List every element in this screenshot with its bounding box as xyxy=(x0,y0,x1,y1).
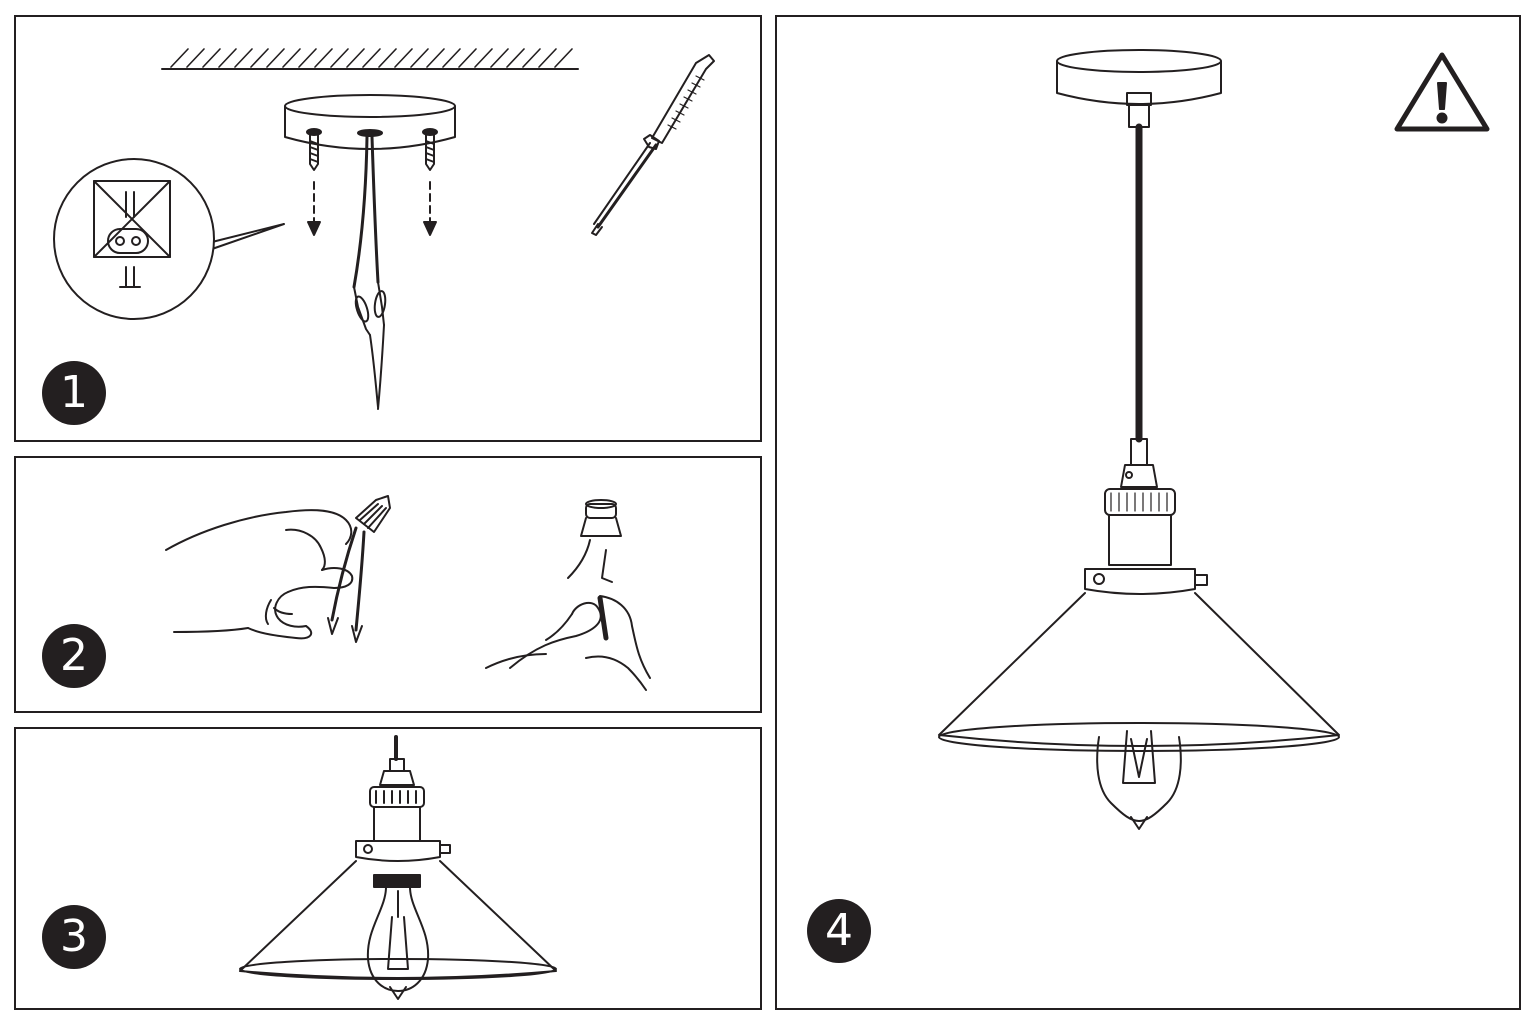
lamp-shade xyxy=(939,593,1339,751)
step-number-badge: 2 xyxy=(42,624,106,688)
warning-triangle-icon xyxy=(1397,55,1487,129)
lamp-assembly-illustration xyxy=(16,729,764,1012)
step-4-panel: 4 xyxy=(775,15,1521,1010)
shade-collar xyxy=(1085,569,1207,594)
hand-holding-wires xyxy=(166,510,352,638)
mains-wires xyxy=(353,137,387,409)
screwdriver xyxy=(592,55,714,235)
screw-left xyxy=(307,129,321,170)
step-number: 2 xyxy=(60,630,88,681)
step-number-badge: 1 xyxy=(42,361,106,425)
lamp-socket xyxy=(370,737,424,841)
ceiling-canopy xyxy=(285,95,455,149)
ceiling-canopy xyxy=(1057,50,1221,127)
edison-bulb xyxy=(1097,731,1181,829)
down-arrow-right xyxy=(424,182,436,235)
step-number: 4 xyxy=(825,905,853,956)
edison-bulb xyxy=(368,887,428,999)
step-number-badge: 3 xyxy=(42,905,106,969)
ceiling-hatch xyxy=(162,49,578,69)
step-number: 1 xyxy=(60,367,88,418)
step-3-panel: 3 xyxy=(14,727,762,1010)
ceiling-mount-illustration xyxy=(16,17,764,444)
step-1-panel: 1 xyxy=(14,15,762,442)
pendant-lamp-illustration xyxy=(777,17,1523,1012)
step-number: 3 xyxy=(60,911,88,962)
shade-collar xyxy=(356,841,450,887)
down-arrow-left xyxy=(308,182,320,235)
screw-right xyxy=(423,129,437,170)
wire-nut-left xyxy=(328,496,390,642)
lamp-shade xyxy=(240,861,556,979)
wire-connector-illustration xyxy=(16,458,764,715)
step-number-badge: 4 xyxy=(807,899,871,963)
lamp-holder-hand xyxy=(486,500,650,690)
step-2-panel: 2 xyxy=(14,456,762,713)
power-off-callout xyxy=(54,159,284,319)
lamp-socket xyxy=(1105,439,1175,565)
